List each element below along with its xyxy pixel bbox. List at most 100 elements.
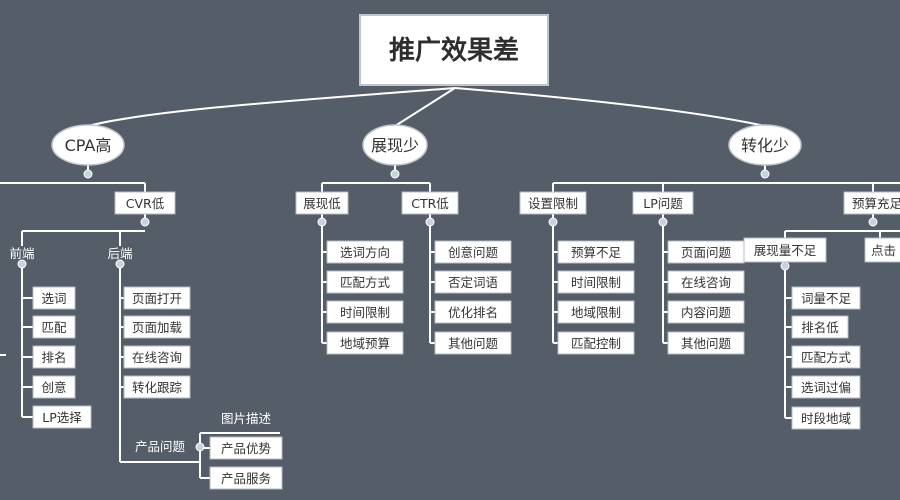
ctr-item-label: 创意问题: [448, 245, 499, 260]
connector-dots: [17, 169, 878, 452]
back-item[interactable]: 页面加载: [123, 315, 191, 339]
back-item-label: 转化跟踪: [132, 380, 183, 395]
low-show-item[interactable]: 匹配方式: [326, 270, 404, 294]
front-item[interactable]: 选词: [32, 286, 76, 310]
connector-lines: [0, 87, 900, 479]
lp-item[interactable]: 内容问题: [667, 300, 745, 324]
lp-item-label: 在线咨询: [681, 275, 731, 290]
root-label: 推广效果差: [389, 35, 519, 66]
front-item-label: LP选择: [42, 410, 82, 425]
ctr-item[interactable]: 优化排名: [434, 300, 512, 324]
show-low-item[interactable]: 匹配方式: [791, 345, 861, 369]
show-low-item[interactable]: 词量不足: [791, 286, 861, 310]
node-cvr[interactable]: CVR低: [114, 191, 176, 215]
low-show-item-label: 地域预算: [340, 336, 390, 351]
node-product[interactable]: 产品问题: [135, 439, 186, 454]
product-item-label: 产品服务: [221, 471, 271, 486]
back-item-label: 页面加载: [132, 320, 183, 335]
ctr-item-label: 优化排名: [448, 305, 498, 320]
node-lp[interactable]: LP问题: [632, 191, 694, 215]
front-item[interactable]: 创意: [32, 375, 76, 399]
lp-item[interactable]: 页面问题: [667, 240, 745, 264]
settings-item-label: 地域限制: [571, 305, 621, 320]
node-click[interactable]: 点击: [864, 237, 900, 263]
branch-conv-label: 转化少: [741, 136, 789, 155]
product-item[interactable]: 图片描述: [221, 411, 272, 426]
node-front-label: 前端: [9, 246, 34, 261]
show-low-item[interactable]: 排名低: [791, 315, 849, 339]
settings-item-label: 匹配控制: [571, 336, 621, 351]
node-ctr[interactable]: CTR低: [401, 191, 459, 215]
node-budget[interactable]: 预算充足: [843, 191, 900, 215]
ctr-item[interactable]: 创意问题: [434, 240, 512, 264]
node-ctr-label: CTR低: [411, 196, 449, 211]
branch-cpa[interactable]: CPA高: [51, 124, 125, 166]
node-product-label: 产品问题: [135, 439, 186, 454]
node-settings[interactable]: 设置限制: [519, 191, 587, 215]
product-item-label: 图片描述: [221, 411, 272, 426]
node-budget-label: 预算充足: [852, 196, 900, 211]
branch-show[interactable]: 展现少: [362, 124, 428, 166]
back-item-label: 在线咨询: [132, 350, 182, 365]
show-low-item-label: 词量不足: [801, 291, 852, 306]
lp-item-label: 其他问题: [681, 336, 732, 351]
lp-item[interactable]: 其他问题: [667, 331, 745, 355]
node-low-show[interactable]: 展现低: [295, 191, 349, 215]
node-show-low-label: 展现量不足: [754, 243, 817, 258]
settings-item-label: 时间限制: [571, 275, 621, 290]
product-item-label: 产品优势: [221, 441, 272, 456]
front-item-label: 排名: [41, 350, 66, 365]
back-item-label: 页面打开: [132, 291, 182, 306]
node-back-label: 后端: [107, 246, 132, 261]
branch-conv[interactable]: 转化少: [728, 124, 802, 166]
show-low-item-label: 排名低: [801, 320, 839, 335]
branch-cpa-label: CPA高: [65, 136, 112, 155]
lp-item-label: 页面问题: [681, 245, 732, 260]
settings-item-label: 预算不足: [571, 245, 622, 260]
settings-item[interactable]: 地域限制: [557, 300, 635, 324]
ctr-item[interactable]: 否定词语: [434, 270, 512, 294]
settings-item[interactable]: 预算不足: [557, 240, 635, 264]
node-back[interactable]: 后端: [107, 246, 132, 261]
show-low-item[interactable]: 时段地域: [791, 406, 861, 430]
front-item[interactable]: 排名: [32, 345, 76, 369]
front-item-label: 匹配: [41, 320, 67, 335]
low-show-item-label: 匹配方式: [340, 275, 391, 290]
node-show-low[interactable]: 展现量不足: [743, 237, 827, 263]
low-show-item[interactable]: 选词方向: [326, 240, 404, 264]
back-item[interactable]: 在线咨询: [123, 345, 191, 369]
front-item-label: 创意: [41, 380, 66, 395]
node-front[interactable]: 前端: [9, 246, 34, 261]
low-show-item[interactable]: 时间限制: [326, 300, 404, 324]
ctr-item-label: 否定词语: [448, 275, 498, 290]
node-lp-label: LP问题: [643, 196, 683, 211]
lp-item[interactable]: 在线咨询: [667, 270, 745, 294]
back-item[interactable]: 转化跟踪: [123, 375, 191, 399]
branch-show-label: 展现少: [371, 136, 419, 155]
node-cvr-label: CVR低: [126, 196, 165, 211]
settings-item[interactable]: 时间限制: [557, 270, 635, 294]
node-low-show-label: 展现低: [303, 196, 341, 211]
root-node[interactable]: 推广效果差: [359, 14, 549, 86]
front-item-label: 选词: [41, 291, 66, 306]
ctr-item[interactable]: 其他问题: [434, 331, 512, 355]
show-low-item-label: 匹配方式: [801, 350, 852, 365]
lp-item-label: 内容问题: [681, 305, 732, 320]
ctr-item-label: 其他问题: [448, 336, 499, 351]
front-item[interactable]: LP选择: [32, 405, 92, 429]
low-show-item-label: 时间限制: [340, 305, 390, 320]
node-click-label: 点击: [871, 243, 896, 258]
product-item[interactable]: 产品优势: [209, 436, 283, 460]
settings-item[interactable]: 匹配控制: [557, 331, 635, 355]
low-show-item-label: 选词方向: [340, 245, 390, 260]
node-settings-label: 设置限制: [528, 196, 578, 211]
show-low-item-label: 选词过偏: [801, 380, 851, 395]
front-item[interactable]: 匹配: [32, 315, 76, 339]
show-low-item-label: 时段地域: [801, 411, 851, 426]
product-item[interactable]: 产品服务: [209, 466, 283, 490]
low-show-item[interactable]: 地域预算: [326, 331, 404, 355]
back-item[interactable]: 页面打开: [123, 286, 191, 310]
show-low-item[interactable]: 选词过偏: [791, 375, 861, 399]
